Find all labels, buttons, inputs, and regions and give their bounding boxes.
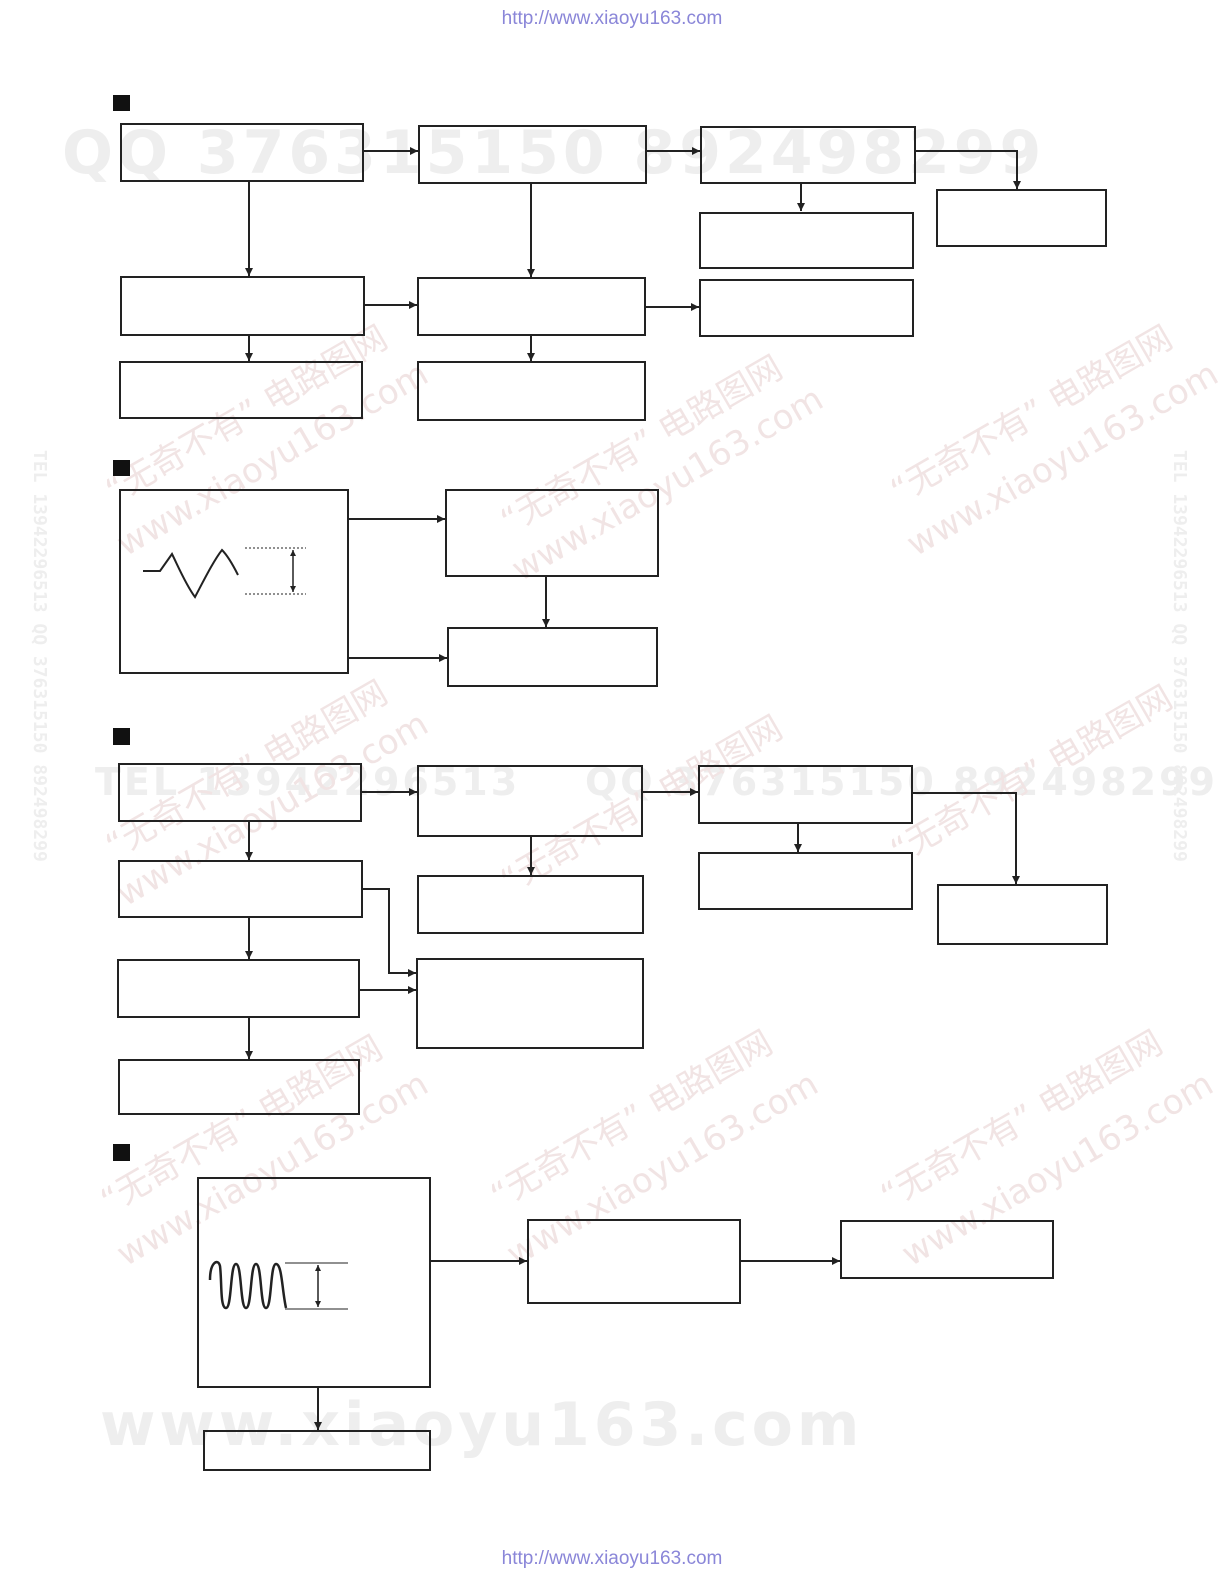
s4-box-waveform bbox=[197, 1177, 431, 1388]
watermark-qq-top: QQ 376315150 892498299 bbox=[62, 118, 1046, 188]
s4-box-d bbox=[203, 1430, 431, 1471]
s3-box-h bbox=[117, 959, 360, 1018]
section-3 bbox=[113, 728, 1108, 1115]
s1-box-j bbox=[417, 361, 646, 421]
section-2-marker-icon bbox=[113, 460, 130, 476]
s1-box-a bbox=[120, 123, 364, 182]
s1-box-b bbox=[418, 125, 647, 184]
s3-box-e bbox=[937, 884, 1108, 945]
s3-box-f bbox=[118, 860, 363, 918]
s1-box-d bbox=[936, 189, 1107, 247]
s1-arrow-c-d bbox=[915, 150, 1021, 189]
footer-url[interactable]: http://www.xiaoyu163.com bbox=[501, 1548, 723, 1569]
header-url[interactable]: http://www.xiaoyu163.com bbox=[501, 8, 723, 29]
watermark-tel: TEL 13942296513 bbox=[95, 760, 521, 804]
s3-box-a bbox=[118, 763, 362, 822]
s1-box-h bbox=[699, 279, 914, 337]
s3-arrow-c-e bbox=[912, 792, 1020, 884]
s3-box-b bbox=[417, 765, 643, 837]
section-2 bbox=[113, 460, 659, 687]
s3-box-d bbox=[698, 852, 913, 910]
section-3-marker-icon bbox=[113, 728, 130, 745]
s3-box-g bbox=[417, 875, 644, 934]
s1-box-i bbox=[119, 361, 363, 419]
section-1 bbox=[113, 95, 1107, 421]
s3-box-i bbox=[416, 958, 644, 1049]
s4-box-b bbox=[527, 1219, 741, 1304]
s3-box-j bbox=[118, 1059, 360, 1115]
s2-box-c bbox=[447, 627, 658, 687]
section-4 bbox=[113, 1144, 1054, 1471]
sawtooth-waveform-icon bbox=[143, 548, 239, 599]
s3-arrow-f-i bbox=[362, 888, 416, 977]
s4-box-c bbox=[840, 1220, 1054, 1279]
section-1-marker-icon bbox=[113, 95, 130, 111]
s1-box-c bbox=[700, 126, 916, 184]
s1-box-e bbox=[699, 212, 914, 269]
watermark-site-bottom: www.xiaoyu163.com bbox=[100, 1390, 864, 1460]
s1-box-g bbox=[417, 277, 646, 336]
watermark-qq-mid: QQ 376315150 892498299 bbox=[585, 760, 1218, 804]
s1-box-f bbox=[120, 276, 365, 336]
s2-box-b bbox=[445, 489, 659, 577]
section-4-marker-icon bbox=[113, 1144, 130, 1161]
s2-box-waveform bbox=[119, 489, 349, 674]
s3-box-c bbox=[698, 765, 913, 824]
sine-waveform-icon bbox=[208, 1260, 288, 1310]
